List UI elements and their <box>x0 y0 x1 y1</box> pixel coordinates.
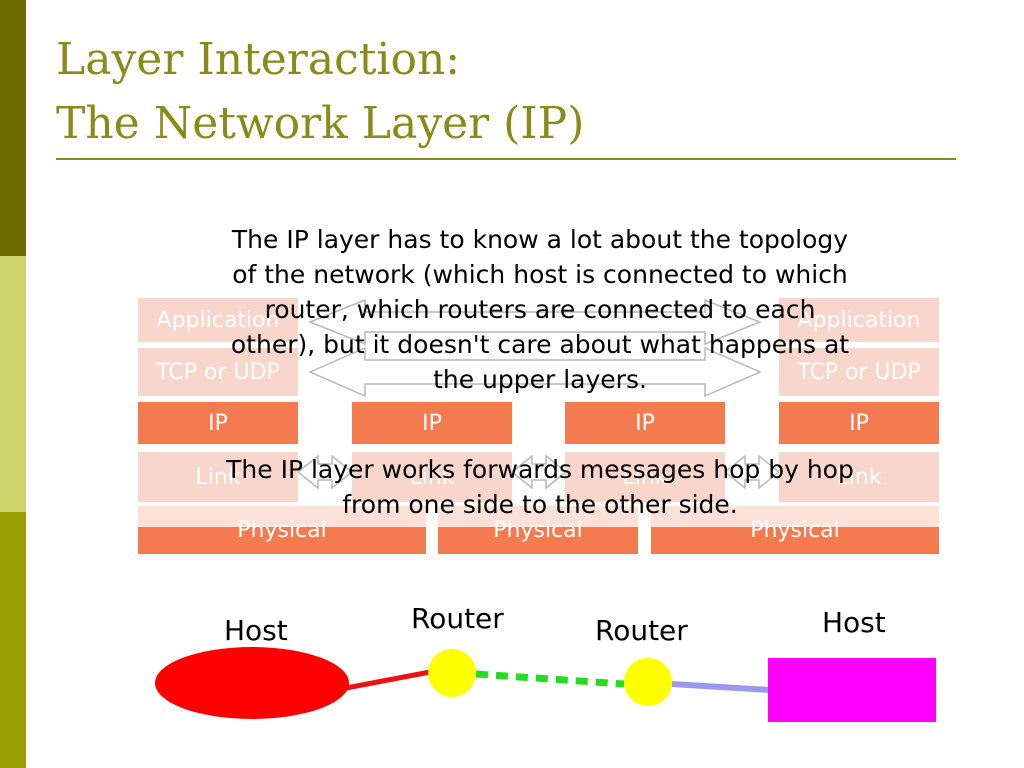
right-host-node <box>768 658 936 722</box>
title-line-1: Layer Interaction: <box>56 34 461 85</box>
sidebar-dark-band <box>0 0 26 256</box>
right-host-label: Host <box>822 606 886 639</box>
router1-label: Router <box>411 602 504 635</box>
topology-description-line-5: the upper layers. <box>433 365 647 394</box>
router2-label: Router <box>595 614 688 647</box>
router2-node <box>624 658 672 706</box>
left-host-label: Host <box>224 614 288 647</box>
topology-description-line-3: router, which routers are connected to e… <box>264 295 816 324</box>
link-router2-host <box>671 681 771 693</box>
left-ip-layer: IP <box>138 402 298 444</box>
right-link-layer: Link <box>779 452 939 502</box>
application-arrow <box>307 298 763 346</box>
sidebar-olive-band <box>0 512 26 768</box>
right-transport-layer: TCP or UDP <box>779 348 939 396</box>
topology-description-line-1: The IP layer has to know a lot about the… <box>231 225 849 254</box>
forwarding-description-line-2: from one side to the other side. <box>342 490 738 519</box>
title-underline <box>56 158 956 160</box>
link-router1-router2 <box>475 670 625 688</box>
right-ip-layer: IP <box>779 402 939 444</box>
slide-title: Layer Interaction: The Network Layer (IP… <box>56 28 956 156</box>
topology-description-line-2: of the network (which host is connected … <box>232 260 848 289</box>
router1-node <box>428 649 476 697</box>
physical-segment-3: Physical <box>651 506 939 554</box>
left-transport-layer: TCP or UDP <box>138 348 298 396</box>
left-application-layer: Application <box>138 298 298 342</box>
left-host-node <box>155 647 349 719</box>
router1-ip-layer: IP <box>352 402 512 444</box>
forwarding-description-line-1: The IP layer works forwards messages hop… <box>226 455 854 484</box>
physical-segment-1: Physical <box>138 506 426 554</box>
sidebar-light-band <box>0 256 26 512</box>
decorative-sidebar <box>0 0 26 768</box>
router2-link-layer: Link <box>565 452 725 502</box>
forwarding-description: The IP layer works forwards messages hop… <box>130 452 950 522</box>
router2-ip-layer: IP <box>565 402 725 444</box>
title-line-2: The Network Layer (IP) <box>56 98 585 149</box>
right-application-layer: Application <box>779 298 939 342</box>
topology-description-line-4: other), but it doesn't care about what h… <box>230 330 850 359</box>
physical-segment-2: Physical <box>438 506 638 554</box>
left-link-layer: Link <box>138 452 298 502</box>
link-host-router1 <box>345 669 431 691</box>
transport-arrow <box>308 346 762 398</box>
router1-link-layer: Link <box>352 452 512 502</box>
topology-description: The IP layer has to know a lot about the… <box>130 222 950 397</box>
